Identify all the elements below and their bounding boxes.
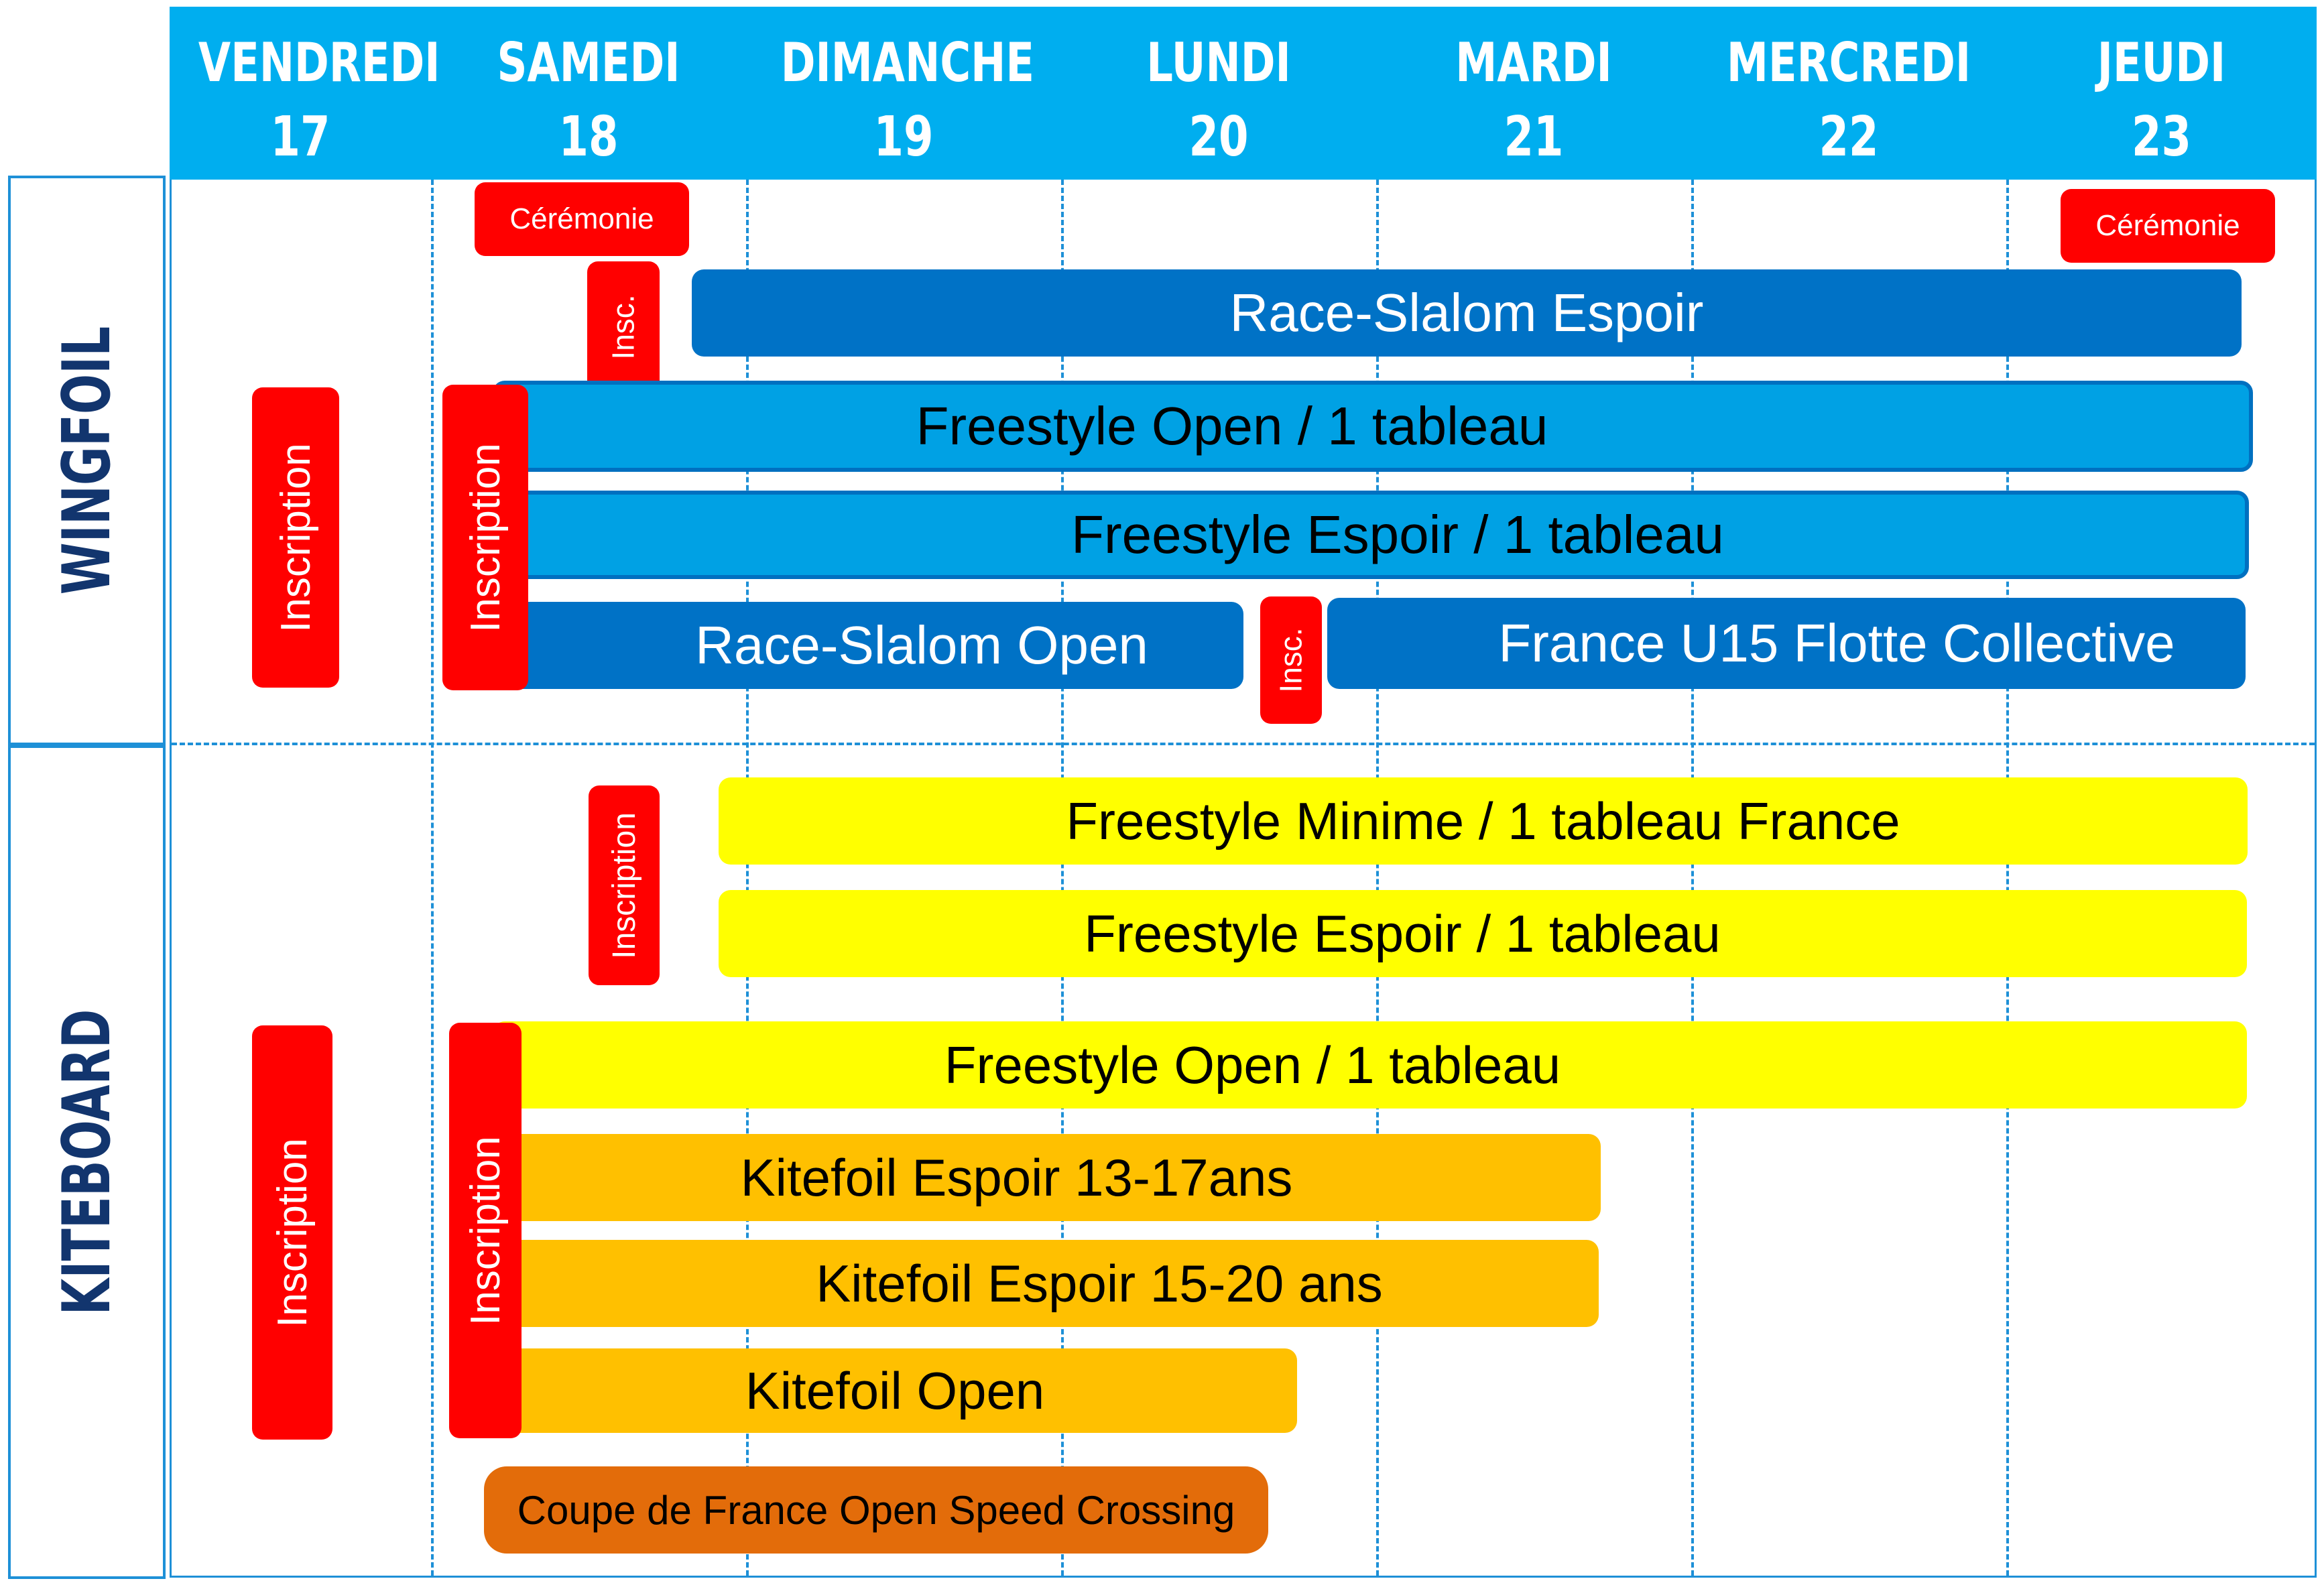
section-wingfoil: WINGFOIL [8,176,166,745]
inscription-short-label: Insc. [606,294,641,360]
kitefoil-espoir-15-20-bar: Kitefoil Espoir 15-20 ans [493,1240,1599,1327]
day-wednesday: MERCREDI 22 [1726,7,1972,180]
day-number: 21 [1504,105,1564,169]
inscription-saturday-wingfoil: Inscription [442,385,528,690]
race-slalom-open-bar: Race-Slalom Open [493,602,1243,689]
race-slalom-espoir-bar: Race-Slalom Espoir [692,269,2242,357]
kite-freestyle-open-bar: Freestyle Open / 1 tableau [493,1021,2247,1109]
ceremonie-label: Cérémonie [2095,209,2240,242]
section-label-wingfoil: WINGFOIL [48,326,125,595]
day-name: JEUDI [2097,31,2226,94]
day-name: LUNDI [1146,31,1291,94]
section-divider [172,743,2315,745]
schedule-grid [170,180,2317,1578]
event-label: Race-Slalom Open [695,615,1148,675]
event-label: Freestyle Open / 1 tableau [944,1035,1561,1094]
day-name: DIMANCHE [780,31,1034,94]
freestyle-minime-bar: Freestyle Minime / 1 tableau France [719,777,2248,865]
freestyle-open-bar: Freestyle Open / 1 tableau [493,381,2253,472]
event-label: Race-Slalom Espoir [1229,283,1704,342]
day-number: 17 [270,105,330,169]
day-name: MARDI [1455,31,1612,94]
inscription-short-label: Insc. [1274,627,1308,693]
day-number: 22 [1819,105,1879,169]
day-divider [1061,180,1064,1576]
day-thursday: JEUDI 23 [2040,7,2282,180]
day-divider [431,180,434,1576]
event-label: Freestyle Espoir / 1 tableau [1071,505,1724,564]
event-label: France U15 Flotte Collective [1498,613,2175,673]
inscription-label: Inscription [462,1135,509,1326]
day-saturday: SAMEDI 18 [466,7,712,180]
event-label: Coupe de France Open Speed Crossing [517,1487,1235,1533]
day-divider [1376,180,1379,1576]
inscription-short-box: Insc. [1260,596,1322,724]
day-friday: VENDREDI 17 [198,7,440,180]
day-divider [1691,180,1694,1576]
inscription-friday-wingfoil: Inscription [252,387,339,688]
france-u15-bar: France U15 Flotte Collective [1327,598,2246,689]
event-label: Freestyle Minime / 1 tableau France [1066,791,1900,850]
ceremonie-opening: Cérémonie [475,182,689,256]
inscription-saturday-kite-top: Inscription [589,785,660,985]
day-number: 19 [873,105,934,169]
kitefoil-espoir-13-17-bar: Kitefoil Espoir 13-17ans [493,1134,1601,1221]
event-label: Kitefoil Espoir 13-17ans [740,1147,1293,1207]
day-number: 18 [558,105,619,169]
day-name: MERCREDI [1726,31,1971,94]
day-divider [2006,180,2009,1576]
day-sunday: DIMANCHE 19 [780,7,1034,180]
inscription-label: Inscription [462,442,509,633]
day-number: 20 [1188,105,1249,169]
section-kiteboard: KITEBOARD [8,745,166,1579]
day-monday: LUNDI 20 [1096,7,1342,180]
kite-freestyle-espoir-bar: Freestyle Espoir / 1 tableau [719,890,2247,977]
inscription-saturday-kite: Inscription [449,1023,522,1438]
day-name: VENDREDI [198,31,440,94]
day-tuesday: MARDI 21 [1411,7,1657,180]
day-number: 23 [2131,105,2192,169]
event-label: Kitefoil Open [745,1361,1045,1420]
ceremonie-closing: Cérémonie [2061,189,2275,263]
event-label: Kitefoil Espoir 15-20 ans [816,1253,1383,1313]
ceremonie-label: Cérémonie [509,202,654,235]
event-label: Freestyle Open / 1 tableau [916,396,1548,456]
freestyle-espoir-bar: Freestyle Espoir / 1 tableau [493,491,2249,579]
day-name: SAMEDI [497,31,680,94]
event-label: Freestyle Espoir / 1 tableau [1084,903,1721,963]
coupe-speed-crossing-bar: Coupe de France Open Speed Crossing [484,1466,1268,1554]
inscription-friday-kite: Inscription [252,1025,332,1440]
inscription-label: Inscription [606,812,642,959]
kitefoil-open-bar: Kitefoil Open [493,1348,1297,1433]
section-label-kiteboard: KITEBOARD [48,1009,125,1316]
day-header: VENDREDI 17 SAMEDI 18 DIMANCHE 19 LUNDI … [170,7,2317,180]
day-divider [746,180,749,1576]
inscription-label: Inscription [272,442,319,633]
inscription-short-box: Insc. [587,261,660,393]
inscription-label: Inscription [269,1137,316,1328]
